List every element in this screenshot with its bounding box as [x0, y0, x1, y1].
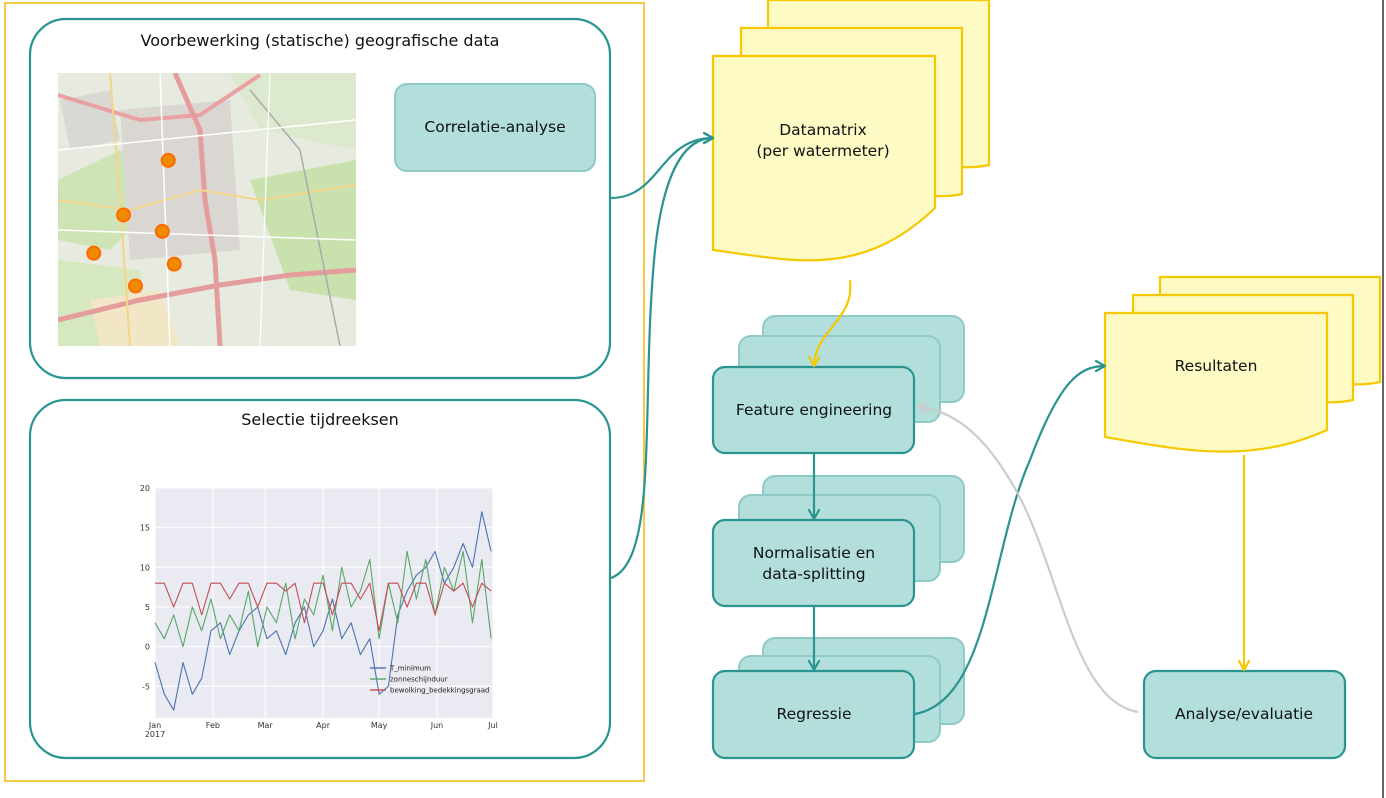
map-marker: [160, 152, 176, 168]
legend-label: T_minimum: [389, 665, 431, 673]
feature-engineering-label: Feature engineering: [735, 401, 893, 419]
results-document[interactable]: [1103, 311, 1329, 453]
evaluation-feedback-arrow: [918, 407, 1139, 714]
timeseries-chart: Jan Feb Mar Apr May Jun Jul 2017 -5 0 5 10 15 20 T_mi…: [140, 484, 498, 739]
map-markers: [86, 152, 182, 294]
map-marker: [116, 207, 132, 223]
map-marker: [154, 223, 170, 239]
x-tick-label: May: [371, 721, 388, 730]
datamatrix-sublabel: (per watermeter): [756, 142, 890, 160]
normalization-label-line2: data-splitting: [762, 565, 866, 583]
geo-panel-title: Voorbewerking (statische) geografische d…: [140, 31, 500, 50]
x-tick-label: Jun: [430, 721, 444, 730]
x-tick-label: Jan: [148, 721, 161, 730]
legend-label: zonneschijnduur: [390, 676, 448, 684]
normalization-stack: [711, 475, 965, 608]
regression-label: Regressie: [776, 705, 852, 723]
map-thumbnail: [58, 73, 356, 346]
regression-to-results-arrow: [914, 366, 1105, 716]
geo-to-datamatrix-arrow: [610, 138, 713, 200]
y-tick-label: 5: [145, 603, 150, 612]
x-tick-sublabel: 2017: [145, 730, 165, 739]
normalization-label-line1: Normalisatie en: [752, 544, 876, 562]
x-tick-label: Mar: [258, 721, 274, 730]
map-marker: [166, 256, 182, 272]
y-tick-label: 0: [145, 643, 150, 652]
y-tick-label: -5: [142, 682, 150, 691]
series-panel-title: Selectie tijdreeksen: [241, 410, 399, 429]
datamatrix-document[interactable]: [711, 54, 937, 262]
correlation-analysis-label: Correlatie-analyse: [424, 118, 566, 136]
y-tick-label: 10: [140, 563, 150, 572]
series-to-datamatrix-arrow: [610, 138, 713, 580]
y-tick-label: 15: [140, 524, 150, 533]
x-tick-label: Feb: [206, 721, 220, 730]
results-label: Resultaten: [1174, 357, 1258, 375]
series-line-bewolking_bedekkingsgraad: [155, 582, 492, 632]
legend-label: bewolking_bedekkingsgraad: [390, 687, 490, 695]
data-prep-frame: [4, 2, 645, 782]
results-document-stack: [1103, 275, 1382, 453]
series-line-T_minimum: [154, 511, 492, 711]
datamatrix-label: Datamatrix: [779, 121, 867, 139]
x-tick-label: Apr: [316, 721, 331, 730]
feature-engineering-stack: [711, 315, 965, 455]
x-tick-label: Jul: [487, 721, 498, 730]
map-marker: [86, 245, 102, 261]
chart-legend: T_minimum zonneschijnduur bewolking_bedekk…: [370, 665, 490, 695]
datamatrix-document-stack: [711, 0, 991, 262]
evaluation-label: Analyse/evaluatie: [1175, 705, 1313, 723]
map-marker: [127, 278, 143, 294]
datamatrix-to-feature-arrow: [814, 279, 852, 366]
y-tick-label: 20: [140, 484, 150, 493]
correlation-analysis-box[interactable]: [394, 83, 596, 172]
regression-stack: [711, 637, 965, 760]
